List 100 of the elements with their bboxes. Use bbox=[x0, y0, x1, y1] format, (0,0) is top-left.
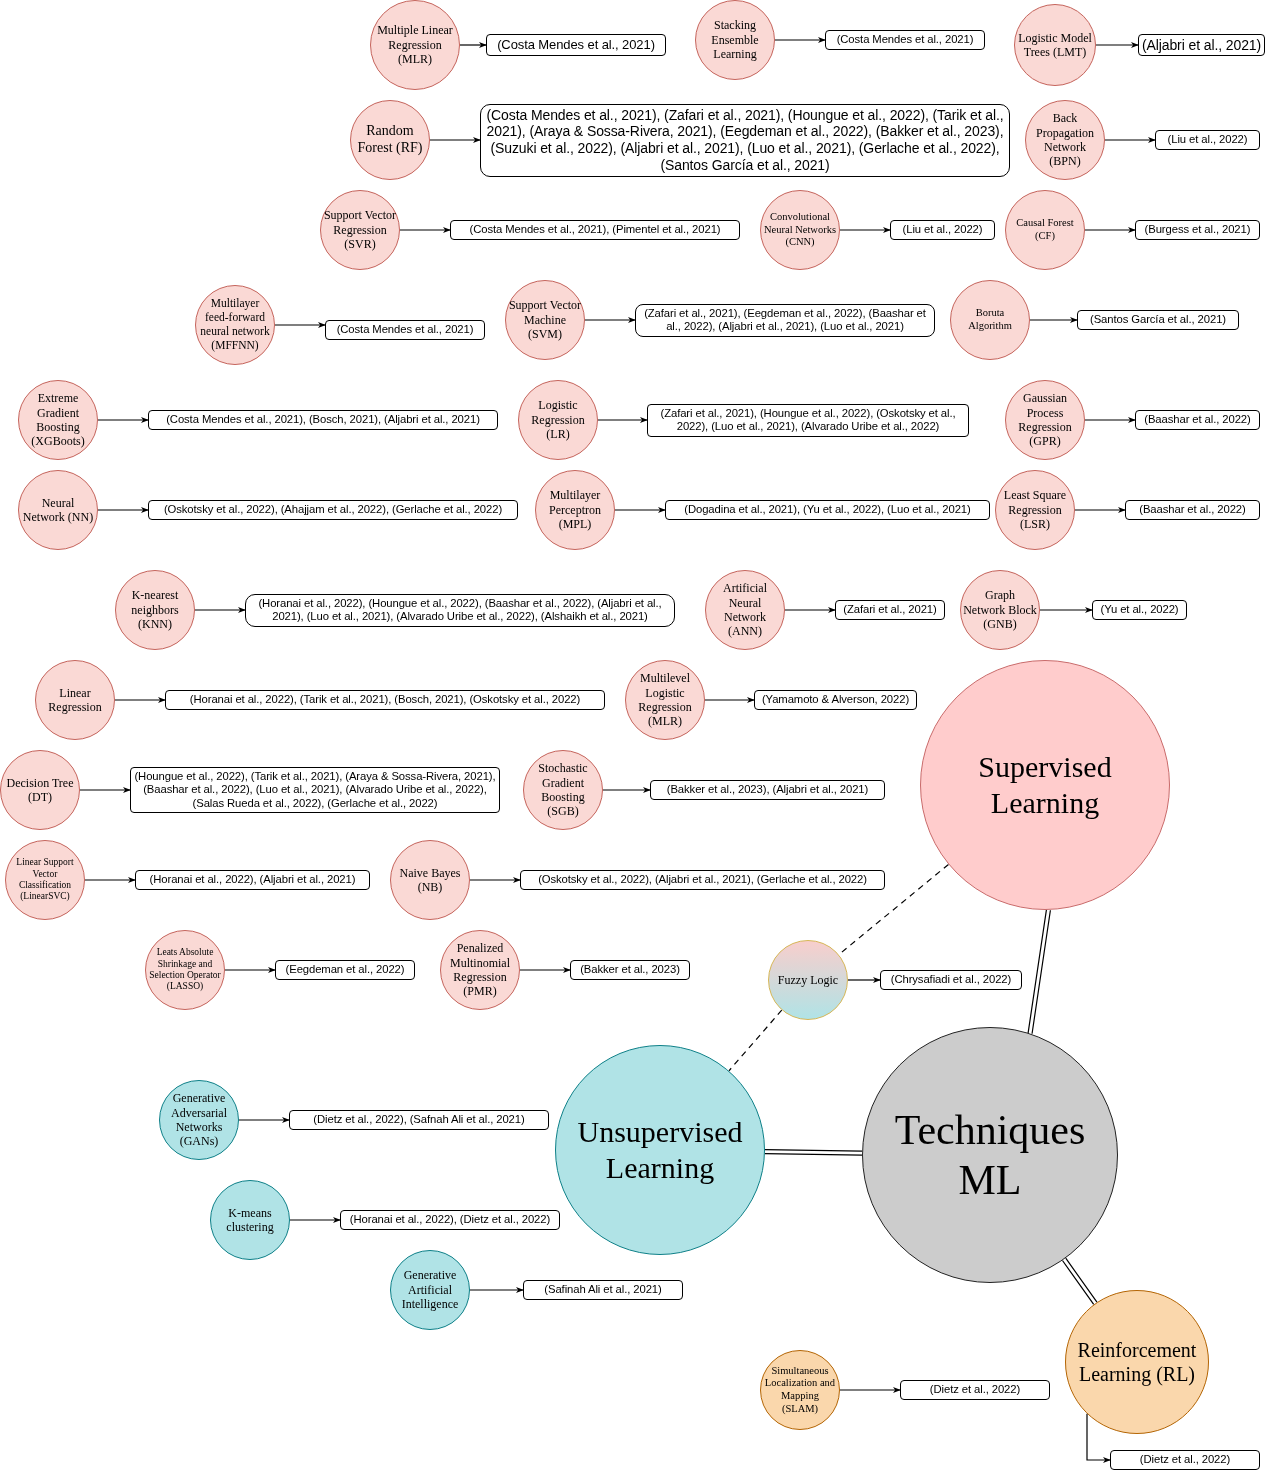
arrow bbox=[97, 506, 149, 514]
reference-box bbox=[835, 600, 945, 620]
technique-label: Naive Bayes (NB) bbox=[398, 865, 462, 895]
technique-label: Boruta Algorithm bbox=[967, 307, 1013, 333]
arrow bbox=[1086, 1413, 1111, 1464]
reference-box bbox=[275, 960, 415, 980]
arrow bbox=[602, 786, 651, 794]
citation-text: (Bakker et al., 2023) bbox=[580, 963, 680, 977]
citation-text: (Baashar et al., 2022) bbox=[1139, 503, 1246, 517]
technique-label: Extreme Gradient Boosting (XGBoots) bbox=[30, 391, 86, 449]
reference-box bbox=[647, 403, 969, 437]
technique-label: Graph Network Block (GNB) bbox=[963, 588, 1037, 632]
citation-text: (Liu et al., 2022) bbox=[1167, 133, 1248, 147]
arrow bbox=[704, 696, 755, 704]
arrow bbox=[459, 41, 487, 49]
arrow bbox=[1074, 506, 1126, 514]
technique-label: Support Vector Regression (SVR) bbox=[323, 208, 397, 252]
citation-text: (Costa Mendes et al., 2021), (Bosch, 2021), (Aljabri et al., 2021) bbox=[166, 413, 480, 427]
reference-box bbox=[1135, 220, 1260, 240]
arrow bbox=[784, 606, 836, 614]
technique-label: K-nearest neighbors (KNN) bbox=[130, 588, 180, 632]
citation-text: (Safinah Ali et al., 2021) bbox=[544, 1283, 662, 1297]
connector-line bbox=[1061, 1257, 1098, 1306]
citation-text: (Costa Mendes et al., 2021) bbox=[336, 323, 474, 337]
citation-text: (Horanai et al., 2022), (Houngue et al., 2022), (Baashar et al., 2022), (Aljabri et al., 2021), (Luo et al., 2021), (Alvarado Uribe et al., 2022), (Alshaikh et al., 2021) bbox=[257, 596, 663, 624]
arrow bbox=[429, 136, 481, 144]
citation-text: (Costa Mendes et al., 2021), (Zafari et al., 2021), (Houngue et al., 2022), (Tarik et al., 2021), (Araya & Sossa-Rivera, 2021), (Eegdeman et al., 2022), (Bakker et al., 2023), (Suzuki et al., 2022), (Aljabri et al., 2021), (Luo et al., 2021), (Gerlache et al., 2022), (Santos García et al., 2021) bbox=[485, 106, 1005, 174]
citation-text: (Baashar et al., 2022) bbox=[1144, 413, 1251, 427]
citation-text: (Chrysafiadi et al., 2022) bbox=[890, 973, 1012, 987]
citation-text: (Eegdeman et al., 2022) bbox=[285, 963, 405, 977]
citation-text: (Yu et al., 2022) bbox=[1100, 603, 1179, 617]
reference-box bbox=[340, 1210, 560, 1230]
reference-box bbox=[289, 1110, 549, 1130]
arrow bbox=[289, 1216, 341, 1224]
arrow bbox=[839, 226, 891, 234]
reference-box bbox=[570, 960, 690, 980]
reference-box bbox=[1092, 600, 1187, 620]
citation-text: (Zafari et al., 2021), (Houngue et al., 2022), (Oskotsky et al., 2022), (Luo et al., 2021), (Alvarado Uribe et al., 2022) bbox=[659, 406, 957, 434]
technique-label: Generative Artificial Intelligence bbox=[400, 1268, 460, 1312]
citation-text: (Horanai et al., 2022), (Aljabri et al., 2021) bbox=[149, 873, 356, 887]
reference-box bbox=[1135, 410, 1260, 430]
technique-label: Neural Network (NN) bbox=[21, 495, 95, 525]
arrow bbox=[774, 36, 826, 44]
connector-line bbox=[1027, 909, 1051, 1035]
arrow bbox=[847, 976, 881, 984]
reference-box bbox=[245, 593, 675, 627]
citation-text: (Burgess et al., 2021) bbox=[1144, 223, 1251, 237]
technique-label: Multilayer feed-forward neural network (MFFNN) bbox=[199, 297, 271, 353]
arrow bbox=[469, 1286, 524, 1294]
arrow bbox=[839, 1386, 901, 1394]
citation-text: (Oskotsky et al., 2022), (Aljabri et al., 2021), (Gerlache et al., 2022) bbox=[538, 873, 867, 887]
citation-text: (Santos García et al., 2021) bbox=[1090, 313, 1226, 327]
technique-label: Artificial Neural Network (ANN) bbox=[722, 581, 768, 639]
reference-box bbox=[900, 1380, 1050, 1400]
reference-box bbox=[665, 500, 990, 520]
arrow bbox=[519, 966, 571, 974]
technique-label: Leats Absolute Shrinkage and Selection Operator (LASSO) bbox=[148, 947, 222, 993]
arrow bbox=[469, 876, 521, 884]
technique-label: Multilevel Logistic Regression (MLR) bbox=[637, 671, 693, 729]
technique-label: K-means clustering bbox=[225, 1205, 275, 1235]
reference-box bbox=[825, 30, 985, 50]
technique-label: Support Vector Machine (SVM) bbox=[508, 298, 582, 342]
technique-label: Multiple Linear Regression (MLR) bbox=[376, 23, 454, 67]
technique-label: Logistic Regression (LR) bbox=[530, 398, 586, 442]
technique-label: Stochastic Gradient Boosting (SGB) bbox=[537, 761, 589, 819]
citation-text: (Aljabri et al., 2021) bbox=[1141, 36, 1262, 54]
citation-text: (Dietz et al., 2022) bbox=[1139, 1453, 1231, 1467]
arrow bbox=[1084, 226, 1136, 234]
reference-box bbox=[165, 690, 605, 710]
connector-line bbox=[764, 1149, 863, 1156]
arrow bbox=[399, 226, 451, 234]
citation-text: (Dietz et al., 2022), (Safnah Ali et al., 2021) bbox=[313, 1113, 525, 1127]
arrow bbox=[1084, 416, 1136, 424]
arrow bbox=[79, 786, 131, 794]
arrow bbox=[224, 966, 276, 974]
technique-label: Fuzzy Logic bbox=[777, 972, 839, 988]
citation-text: (Horanai et al., 2022), (Tarik et al., 2021), (Bosch, 2021), (Oskotsky et al., 2022) bbox=[189, 693, 581, 707]
citation-text: (Horanai et al., 2022), (Dietz et al., 2022) bbox=[349, 1213, 551, 1227]
connector-line bbox=[728, 1009, 783, 1072]
arrow bbox=[238, 1116, 290, 1124]
citation-text: (Dogadina et al., 2021), (Yu et al., 2022), (Luo et al., 2021) bbox=[684, 503, 971, 517]
citation-text: (Houngue et al., 2022), (Tarik et al., 2021), (Araya & Sossa-Rivera, 2021), (Baashar et al., 2022), (Luo et al., 2021), (Alvarado Uribe et al., 2022), (Salas Rueda et al., 2022), (Gerlache et al., 2022) bbox=[133, 769, 497, 811]
technique-label: Penalized Multinomial Regression (PMR) bbox=[449, 941, 511, 999]
reference-box bbox=[520, 870, 885, 890]
technique-label: Linear Support Vector Classification (LinearSVC) bbox=[15, 857, 75, 903]
reference-box bbox=[1125, 500, 1260, 520]
technique-label: Multilayer Perceptron (MPL) bbox=[548, 488, 602, 532]
citation-text: (Costa Mendes et al., 2021), (Pimentel et al., 2021) bbox=[469, 223, 721, 237]
arrow bbox=[584, 316, 636, 324]
arrow bbox=[1029, 316, 1078, 324]
technique-label: Decision Tree (DT) bbox=[5, 775, 75, 805]
reference-box bbox=[148, 410, 498, 430]
reference-box bbox=[1155, 130, 1260, 150]
technique-label: Random Forest (RF) bbox=[356, 123, 424, 157]
citation-text: (Costa Mendes et al., 2021) bbox=[836, 33, 974, 47]
citation-text: (Bakker et al., 2023), (Aljabri et al., 2021) bbox=[666, 783, 869, 797]
reference-box bbox=[148, 500, 518, 520]
citation-text: (Liu et al., 2022) bbox=[902, 223, 983, 237]
citation-text: (Dietz et al., 2022) bbox=[929, 1383, 1021, 1397]
technique-label: Linear Regression bbox=[47, 685, 103, 715]
